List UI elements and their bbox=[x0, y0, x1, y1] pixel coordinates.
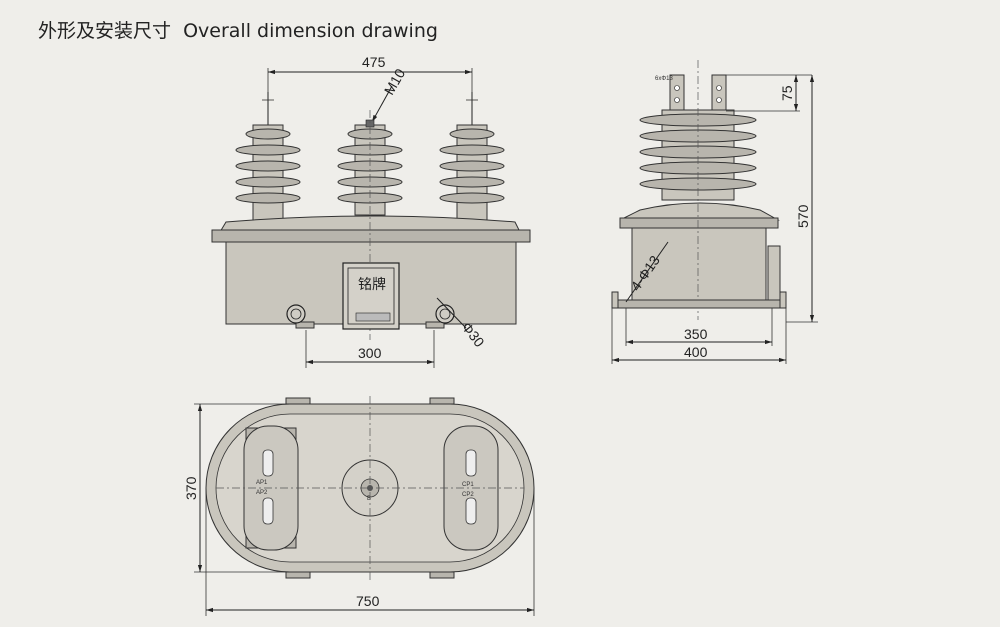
dim-75-label: 75 bbox=[779, 85, 795, 101]
dim-300-label: 300 bbox=[358, 345, 382, 361]
drawing-title: 外形及安装尺寸 Overall dimension drawing bbox=[38, 20, 438, 42]
center-terminal-label: B bbox=[367, 496, 371, 502]
insulator-middle bbox=[337, 119, 403, 216]
side-view: 6xΦ13 4-Φ13 75 570 bbox=[611, 60, 818, 364]
insulator-left bbox=[235, 124, 301, 222]
terminal-ap1-label: AP1 bbox=[256, 480, 268, 486]
dim-400-label: 400 bbox=[684, 344, 708, 360]
terminal-cp1-label: CP1 bbox=[462, 482, 474, 488]
terminal-ap2-label: AP2 bbox=[256, 490, 268, 496]
terminal-hole-label: 6xΦ13 bbox=[655, 76, 673, 82]
dim-750-label: 750 bbox=[356, 593, 380, 609]
nameplate-label: 铭牌 bbox=[358, 276, 386, 292]
m10-label: M10 bbox=[381, 66, 409, 98]
top-view: AP1 AP2 CP1 CP2 B 370 750 bbox=[183, 396, 535, 616]
insulator-right bbox=[439, 124, 505, 222]
terminal-cp2-label: CP2 bbox=[462, 492, 474, 498]
dim-570-label: 570 bbox=[795, 204, 811, 228]
dim-350-label: 350 bbox=[684, 326, 708, 342]
dim-475-label: 475 bbox=[362, 54, 386, 70]
front-view: 475 M10 bbox=[211, 54, 531, 368]
dim-370-label: 370 bbox=[183, 476, 199, 500]
